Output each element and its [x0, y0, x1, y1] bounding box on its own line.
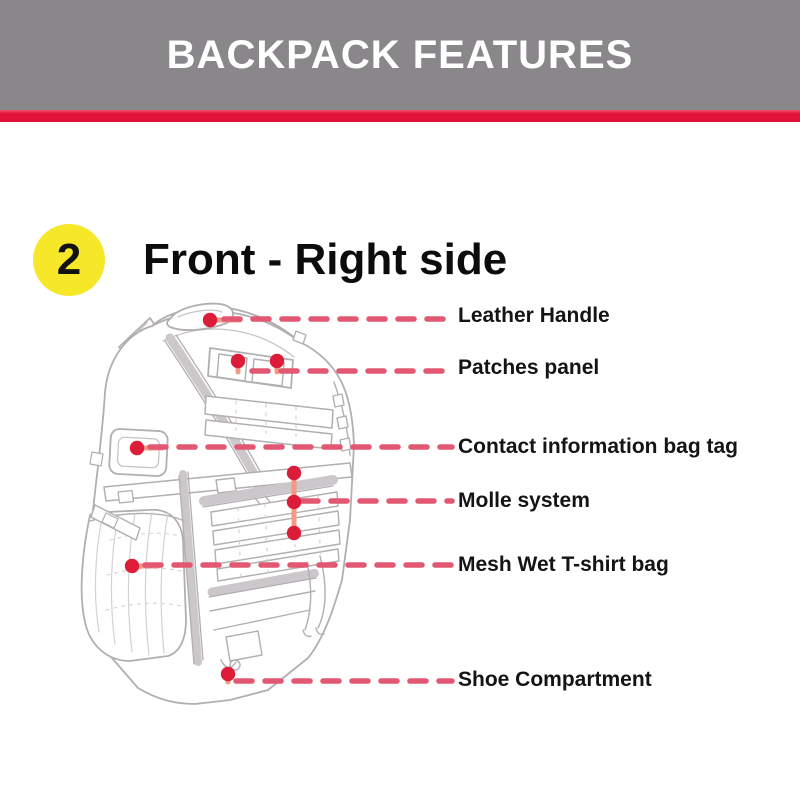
- front-zipper-band-drawing: [199, 475, 338, 508]
- shoe-compartment-drawing: [209, 590, 316, 671]
- handle-drawing: [166, 302, 234, 331]
- callout-label-mesh-bag: Mesh Wet T-shirt bag: [458, 553, 669, 576]
- vertical-webbing-drawing: [178, 470, 204, 666]
- dot-mesh-bag: [124, 558, 140, 574]
- section-header: 2 Front - Right side: [33, 224, 507, 296]
- dot-patches-left: [230, 353, 246, 369]
- dot-leather-handle: [202, 312, 218, 328]
- section-title: Front - Right side: [143, 235, 508, 284]
- dot-molle-top: [286, 465, 302, 481]
- header-banner: BACKPACK FEATURES: [0, 0, 800, 110]
- callout-label-leather-handle: Leather Handle: [458, 304, 610, 327]
- backpack-illustration: [80, 302, 355, 705]
- mesh-pocket-drawing: [80, 508, 187, 662]
- left-side-straps-drawing: [89, 451, 141, 541]
- callout-label-patches-panel: Patches panel: [458, 356, 600, 379]
- bottom-zipper-band-drawing: [207, 568, 321, 598]
- callout-leader-lines: [142, 316, 455, 684]
- callout-label-shoe-compartment: Shoe Compartment: [458, 668, 652, 691]
- dot-patches-right: [269, 353, 285, 369]
- dot-shoe-compartment: [220, 666, 236, 682]
- callout-label-molle-system: Molle system: [458, 489, 590, 512]
- callout-dots: [124, 312, 302, 682]
- dot-molle-middle: [286, 494, 302, 510]
- page-title: BACKPACK FEATURES: [166, 32, 634, 77]
- dot-contact-tag: [129, 440, 145, 456]
- section-number-badge: 2: [33, 224, 105, 296]
- callout-label-contact-tag: Contact information bag tag: [458, 435, 738, 458]
- accent-stripe: [0, 110, 800, 122]
- upper-front-strips-drawing: [204, 395, 334, 450]
- dot-molle-bottom: [286, 525, 302, 541]
